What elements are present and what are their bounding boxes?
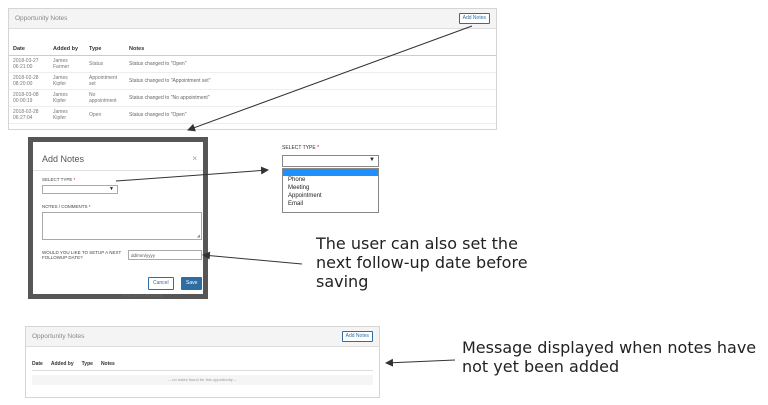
column-header-date: Date — [9, 43, 49, 56]
row-added-by: James Kipfer — [49, 72, 85, 90]
arrow-annotation-to-empty — [385, 358, 456, 367]
add-notes-button[interactable]: Add Notes — [458, 13, 490, 24]
row-added-by: James Kipfer — [49, 106, 85, 124]
table-header-row: Date Added by Type Notes — [9, 43, 496, 56]
required-mark: * — [317, 145, 320, 151]
option-phone[interactable]: Phone — [288, 177, 306, 183]
notes-label: NOTES / COMMENTS * — [42, 204, 91, 209]
column-header-date: Date — [32, 361, 43, 367]
notes-panel: Opportunity Notes Add Notes Date Added b… — [8, 8, 497, 130]
row-notes: Status changed to "Open" — [125, 55, 496, 73]
modal-divider — [33, 170, 203, 171]
column-header-type: Type — [81, 361, 93, 367]
required-mark: * — [73, 177, 76, 182]
row-date: 2018-02-28 06:27:04 — [9, 106, 49, 124]
row-notes: Status changed to "Open" — [125, 106, 496, 124]
row-notes: Status changed to "Appointment set" — [125, 72, 496, 90]
column-header-type: Type — [85, 43, 125, 56]
row-type: Status — [85, 55, 125, 73]
select-type-label-text: SELECT TYPE — [282, 145, 316, 151]
required-mark: * — [88, 204, 91, 209]
followup-date-input[interactable]: dd/mm/yyyy — [128, 250, 202, 260]
row-date: 2018-03-08 00:00:19 — [9, 89, 49, 107]
modal-title: Add Notes — [42, 154, 85, 164]
save-button[interactable]: Save — [181, 277, 203, 290]
select-type-options: Phone Meeting Appointment Email — [282, 168, 379, 213]
row-date: 2018-02-28 08:20:00 — [9, 72, 49, 90]
modal-backdrop: Add Notes × SELECT TYPE * ▼ NOTES / COMM… — [28, 137, 208, 299]
column-header-notes: Notes — [125, 43, 496, 56]
row-added-by: James Farmer — [49, 55, 85, 73]
notes-textarea[interactable]: ◢ — [42, 212, 202, 240]
close-icon[interactable]: × — [192, 154, 197, 163]
row-notes: Status changed to "No appointment" — [125, 89, 496, 107]
table-row: 2018-02-28 06:27:04 James Kipfer Open St… — [9, 106, 496, 124]
option-appointment[interactable]: Appointment — [288, 193, 322, 199]
empty-state-message: -- no notes found for this opportunity -… — [32, 375, 373, 385]
add-notes-modal: Add Notes × SELECT TYPE * ▼ NOTES / COMM… — [33, 142, 203, 294]
panel-header: Opportunity Notes Add Notes — [26, 327, 379, 347]
select-type-dropdown-expanded[interactable]: ▼ — [282, 155, 379, 167]
notes-label-text: NOTES / COMMENTS — [42, 204, 88, 209]
annotation-empty-state: Message displayed when notes have not ye… — [462, 338, 757, 377]
row-type: No appointment — [85, 89, 125, 107]
notes-panel-empty: Opportunity Notes Add Notes Date Added b… — [25, 326, 380, 398]
table-header-row: Date Added by Type Notes — [32, 361, 373, 371]
row-type: Open — [85, 106, 125, 124]
column-header-notes: Notes — [100, 361, 115, 367]
table-row: 2018-03-27 06:21:00 James Farmer Status … — [9, 55, 496, 73]
chevron-down-icon: ▼ — [109, 186, 114, 192]
highlighted-empty-option[interactable] — [283, 169, 378, 176]
column-header-added-by: Added by — [50, 361, 74, 367]
table-row: 2018-02-28 08:20:00 James Kipfer Appoint… — [9, 72, 496, 90]
panel-title: Opportunity Notes — [32, 333, 85, 340]
resize-grip-icon[interactable]: ◢ — [196, 233, 200, 238]
add-notes-button[interactable]: Add Notes — [341, 331, 373, 342]
select-type-label-expanded: SELECT TYPE * — [282, 145, 319, 151]
row-type: Appointment set — [85, 72, 125, 90]
column-header-added-by: Added by — [49, 43, 85, 56]
row-added-by: James Kipfer — [49, 89, 85, 107]
annotation-followup: The user can also set the next follow-up… — [316, 234, 528, 292]
option-email[interactable]: Email — [288, 201, 304, 207]
cancel-button[interactable]: Cancel — [148, 277, 174, 290]
chevron-down-icon: ▼ — [369, 157, 375, 163]
followup-label: WOULD YOU LIKE TO SETUP A NEXT FOLLOWUP … — [42, 250, 122, 261]
table-row: 2018-03-08 00:00:19 James Kipfer No appo… — [9, 89, 496, 107]
option-meeting[interactable]: Meeting — [288, 185, 310, 191]
row-date: 2018-03-27 06:21:00 — [9, 55, 49, 73]
arrow-annotation-to-date — [202, 251, 303, 265]
select-type-dropdown[interactable]: ▼ — [42, 185, 118, 194]
select-type-label-text: SELECT TYPE — [42, 177, 73, 182]
select-type-label: SELECT TYPE * — [42, 177, 75, 182]
followup-caption: FOLLOW-UP DATE — [123, 293, 163, 298]
panel-title: Opportunity Notes — [15, 15, 68, 22]
panel-header: Opportunity Notes Add Notes — [9, 9, 496, 29]
notes-table: Date Added by Type Notes 2018-03-27 06:2… — [9, 43, 496, 124]
